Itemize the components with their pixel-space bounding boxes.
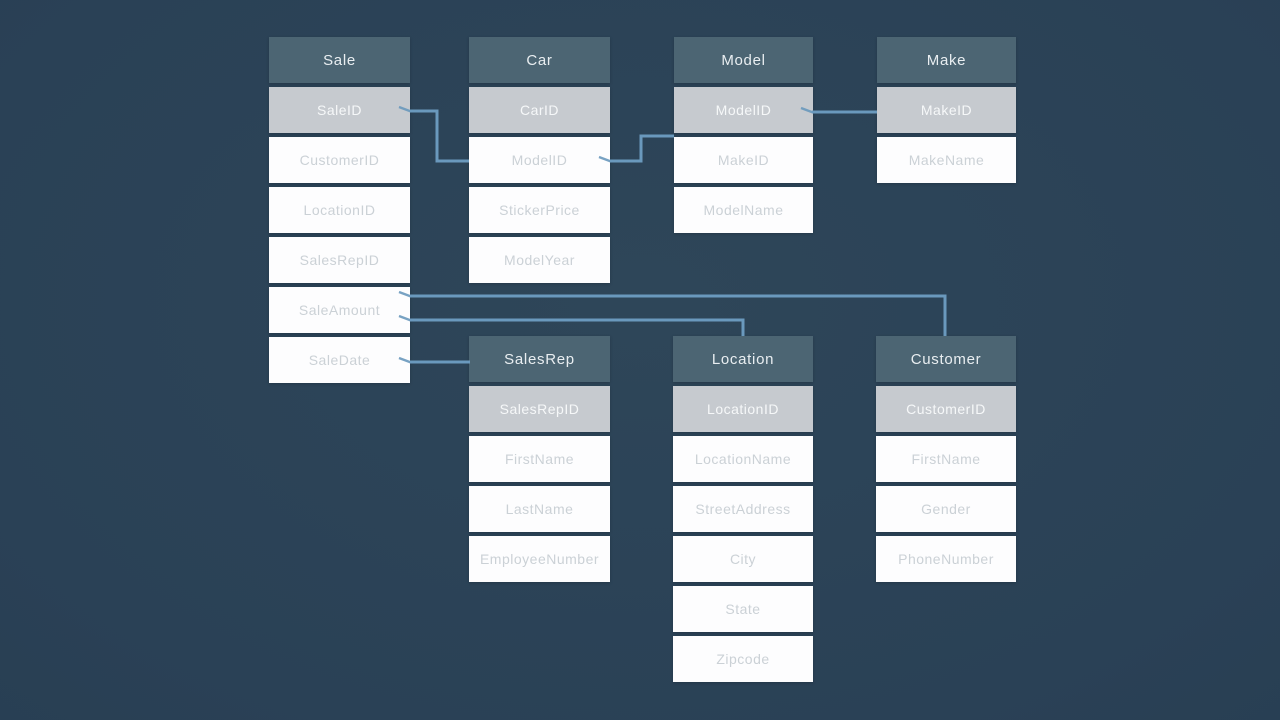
field-row: FirstName (876, 436, 1016, 482)
field-row: LocationID (269, 187, 410, 233)
field-row: MakeName (877, 137, 1016, 183)
field-row: FirstName (469, 436, 610, 482)
field-row: City (673, 536, 813, 582)
field-row: CustomerID (269, 137, 410, 183)
key-field-row: MakeID (877, 87, 1016, 133)
connector-sale-saleid-to-car-modelid (410, 109, 469, 163)
field-row: Gender (876, 486, 1016, 532)
connector-sale-to-location (410, 318, 745, 336)
table-title-make: Make (877, 37, 1016, 83)
field-row: SalesRepID (269, 237, 410, 283)
field-row: ModelID (469, 137, 610, 183)
connector-car-modelid-to-model (610, 134, 674, 163)
field-row: ModelName (674, 187, 813, 233)
field-row: SaleDate (269, 337, 410, 383)
field-row: MakeID (674, 137, 813, 183)
field-row: ModelYear (469, 237, 610, 283)
field-row: State (673, 586, 813, 632)
field-row: EmployeeNumber (469, 536, 610, 582)
connector-sale-to-customer (410, 294, 947, 336)
field-row: Zipcode (673, 636, 813, 682)
field-row: SaleAmount (269, 287, 410, 333)
table-title-location: Location (673, 336, 813, 382)
table-title-sale: Sale (269, 37, 410, 83)
table-title-customer: Customer (876, 336, 1016, 382)
field-row: StickerPrice (469, 187, 610, 233)
key-field-row: CustomerID (876, 386, 1016, 432)
key-field-row: LocationID (673, 386, 813, 432)
table-title-car: Car (469, 37, 610, 83)
field-row: PhoneNumber (876, 536, 1016, 582)
key-field-row: ModelID (674, 87, 813, 133)
table-title-model: Model (674, 37, 813, 83)
key-field-row: SalesRepID (469, 386, 610, 432)
field-row: LastName (469, 486, 610, 532)
table-title-salesrep: SalesRep (469, 336, 610, 382)
key-field-row: CarID (469, 87, 610, 133)
field-row: LocationName (673, 436, 813, 482)
field-row: StreetAddress (673, 486, 813, 532)
key-field-row: SaleID (269, 87, 410, 133)
